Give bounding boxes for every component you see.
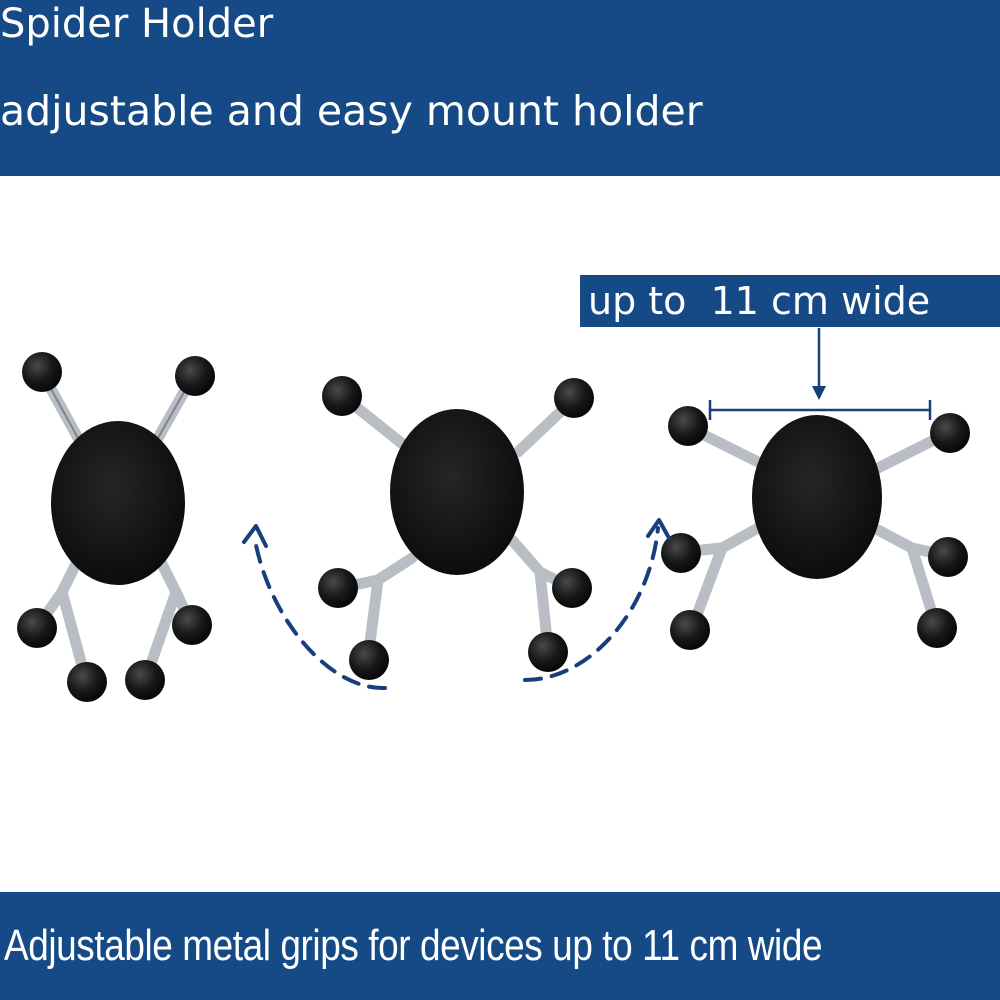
left-curved-arrow [253,538,387,691]
right-arrowhead-icon [646,518,671,540]
width-label: up to 11 cm wide [588,279,931,323]
page-subtitle: adjustable and easy mount holder [0,87,703,135]
page-title: Spider Holder [0,1,274,47]
width-dimension-line [708,328,932,420]
holder-open [661,406,970,650]
holder-opening [318,376,594,680]
left-arrowhead-icon [242,524,268,548]
footer-caption: Adjustable metal grips for devices up to… [4,921,823,970]
footer-banner: Adjustable metal grips for devices up to… [0,892,1000,1000]
down-arrow-icon [812,386,826,400]
right-curved-arrow [523,526,660,682]
width-callout: up to 11 cm wide [580,275,1000,327]
holder-closed [17,352,215,702]
header-banner: Spider Holder adjustable and easy mount … [0,0,1000,176]
